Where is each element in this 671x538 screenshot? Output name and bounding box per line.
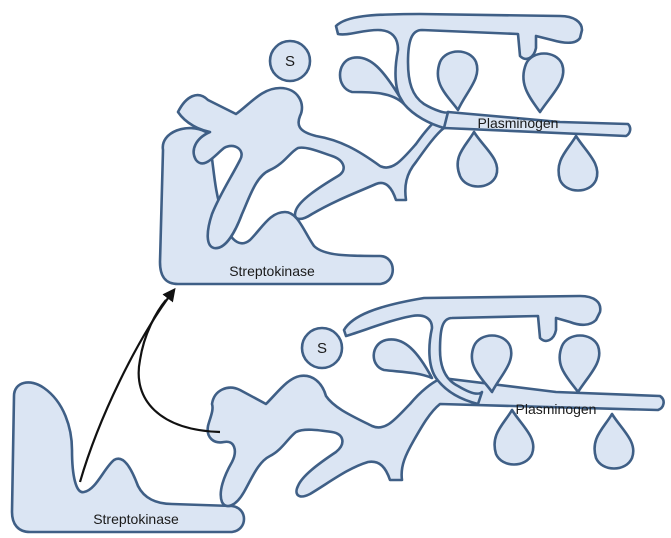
- arrow-line-from-streptokinase: [80, 290, 174, 482]
- top-kringle-3: [523, 54, 563, 113]
- bottom-streptokinase-label: Streptokinase: [93, 511, 179, 527]
- top-substrate-label: S: [285, 53, 295, 70]
- bottom-kringle-1: [374, 339, 432, 378]
- top-kringle-4: [458, 132, 498, 187]
- bottom-substrate: S: [302, 328, 342, 368]
- bottom-substrate-label: S: [317, 340, 327, 357]
- top-complex: S Plasminogen Streptokinase: [160, 14, 630, 284]
- bottom-complex: S Plasminogen Streptokinase: [12, 296, 664, 532]
- top-kringle-2: [438, 52, 477, 111]
- top-plasminogen-label: Plasminogen: [478, 115, 559, 131]
- top-kringle-5: [559, 136, 598, 191]
- bottom-kringle-3: [560, 336, 600, 393]
- binding-arrow: [80, 290, 220, 482]
- bottom-kringle-4: [495, 410, 534, 465]
- bottom-streptokinase-shape: [12, 382, 244, 532]
- bottom-plasminogen-label: Plasminogen: [516, 401, 597, 417]
- bottom-kringle-5: [595, 414, 634, 469]
- top-substrate: S: [270, 41, 310, 81]
- top-kringle-1: [340, 57, 404, 104]
- arrow-curve-from-plasminogen: [139, 300, 220, 432]
- top-streptokinase-label: Streptokinase: [229, 263, 315, 279]
